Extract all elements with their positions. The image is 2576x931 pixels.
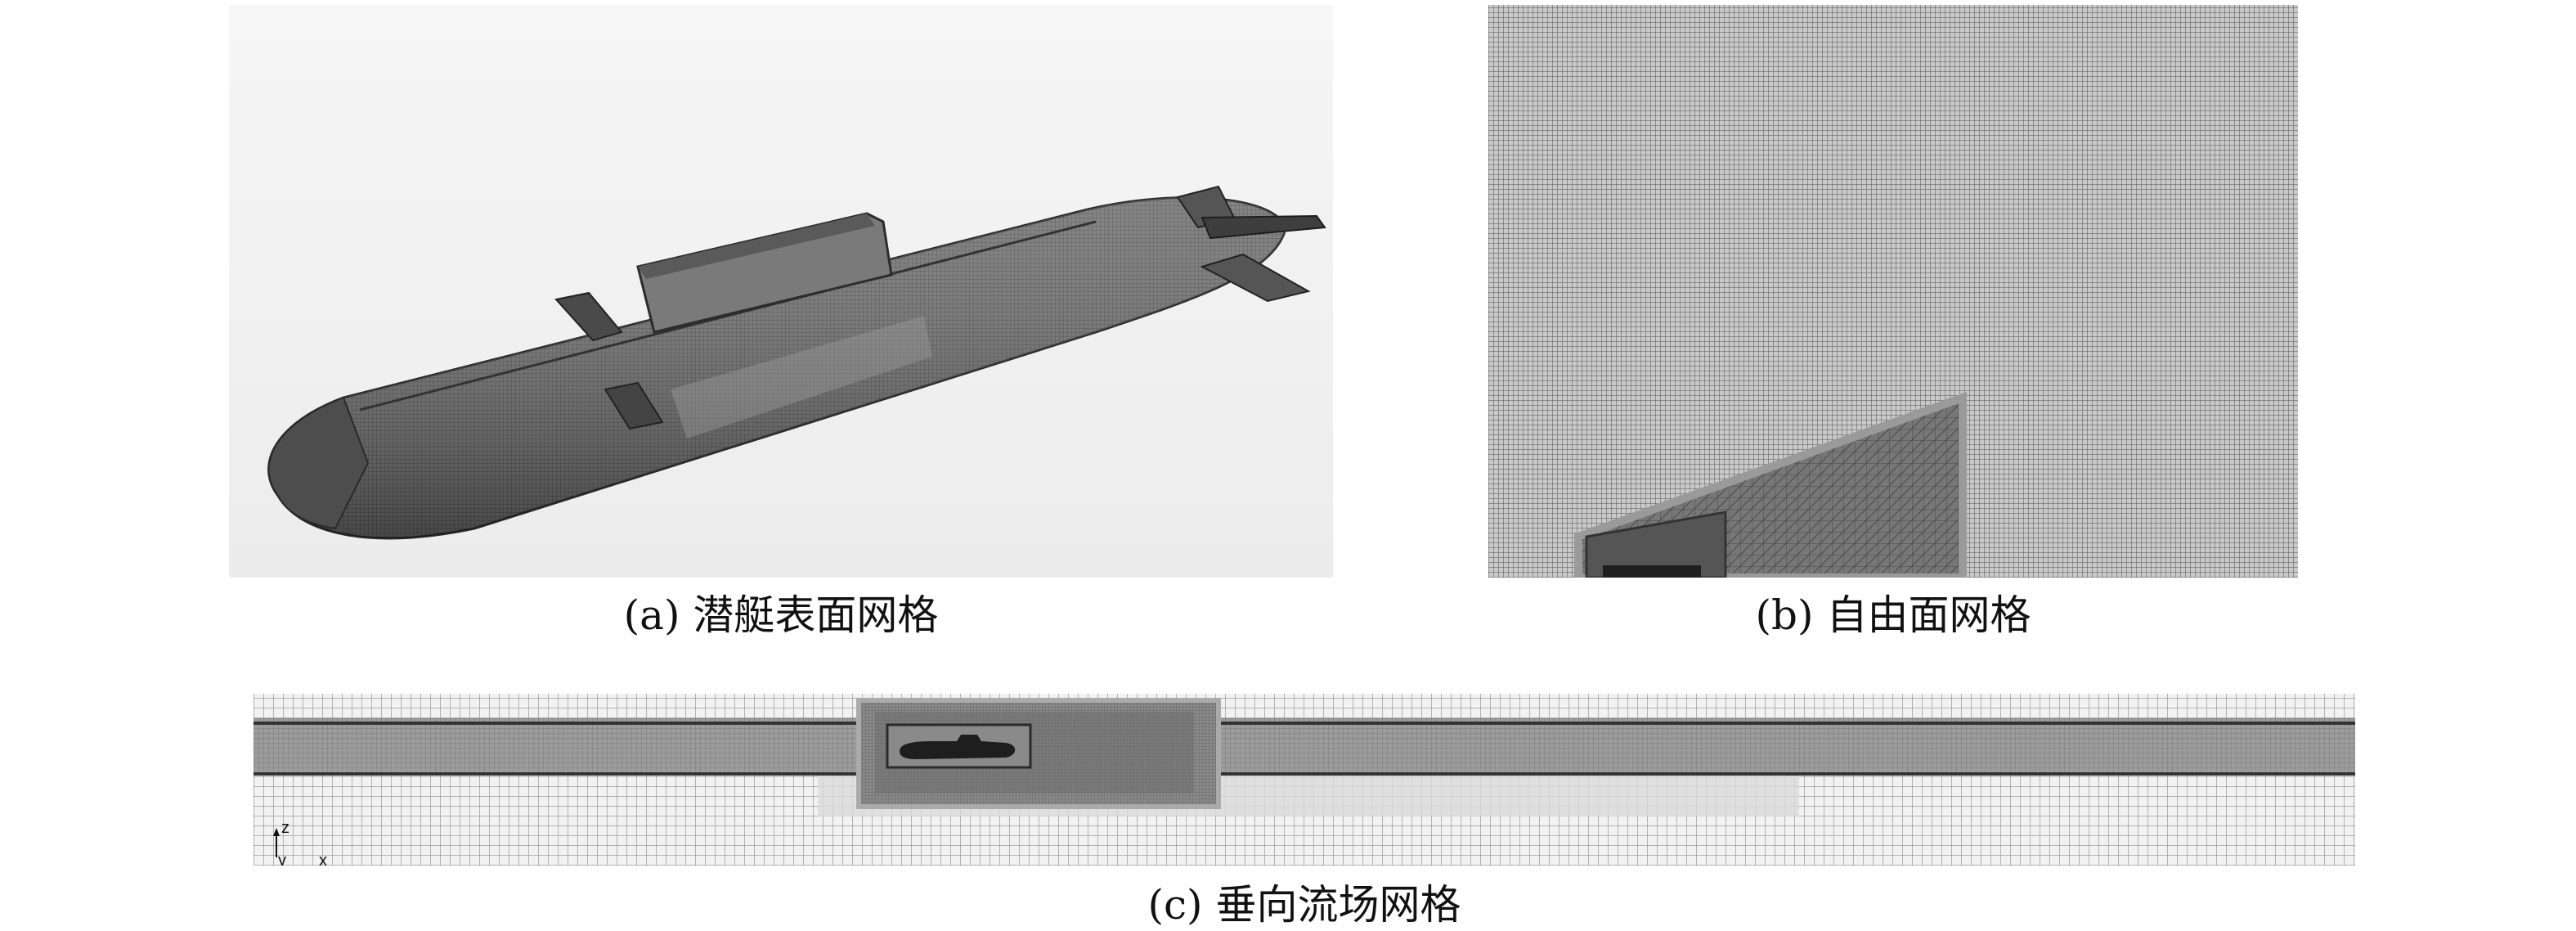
axis-z-label: z (281, 819, 289, 837)
submarine-silhouette (900, 735, 1016, 759)
axis-x-label: x (319, 852, 327, 866)
caption-panel-a: (a) 潜艇表面网格 (623, 591, 939, 639)
flow-field-mesh-drawing: z y x (254, 698, 2355, 866)
free-surface-mesh-image (1488, 5, 2298, 578)
submarine-nose (267, 396, 370, 530)
free-surface-band (254, 718, 2355, 776)
submarine-stern-plane (1200, 214, 1326, 240)
submarine-bow-plane (604, 381, 664, 430)
submarine-surface-mesh-image (229, 5, 1333, 578)
submarine-lower-rudder (1200, 253, 1311, 303)
submarine-sail-plane (554, 291, 623, 342)
caption-panel-b: (b) 自由面网格 (1755, 591, 2031, 639)
caption-panel-c: (c) 垂向流场网格 (1147, 881, 1461, 929)
hull-cut-region (1585, 510, 1727, 578)
vertical-flow-field-mesh-image: z y x (254, 694, 2355, 866)
axis-y-label: y (278, 852, 286, 866)
free-surface-mesh-drawing (1574, 391, 1967, 578)
submarine-mesh-drawing (267, 185, 1326, 540)
axis-triad (273, 828, 280, 857)
